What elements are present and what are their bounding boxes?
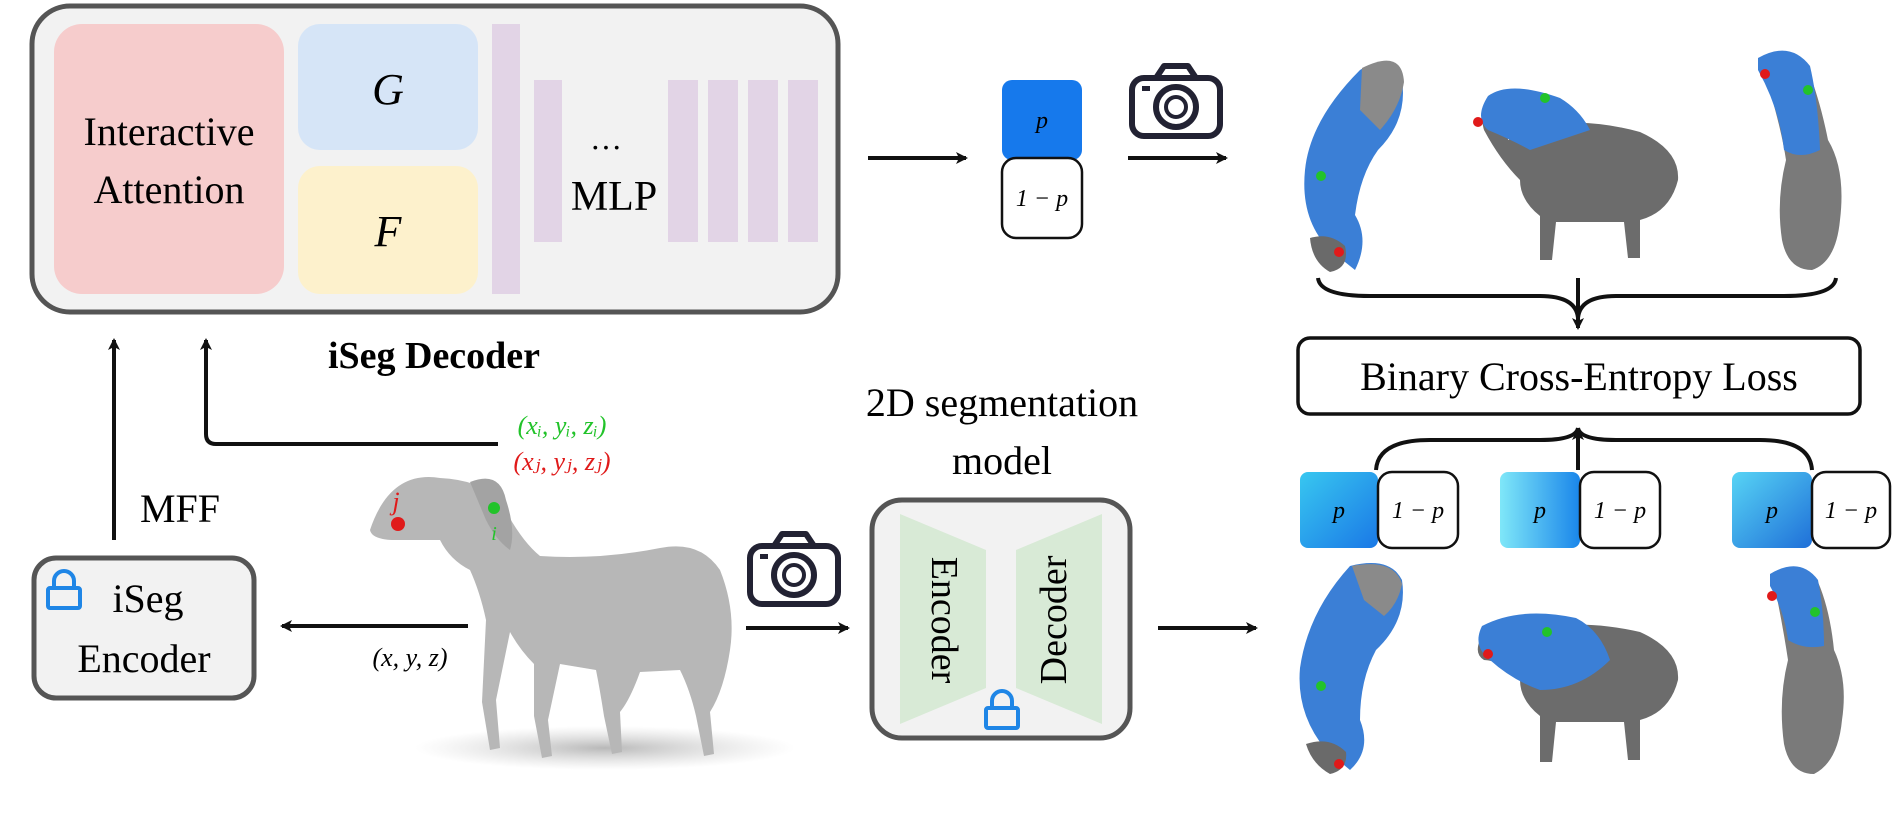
camera-icon (750, 534, 838, 604)
target-one-minus-p-label: 1 − p (1825, 498, 1877, 524)
negative-click-marker (391, 517, 405, 531)
mlp-layers (492, 24, 818, 294)
g-block (298, 24, 478, 150)
prediction-merge-connector (1316, 277, 1838, 330)
target-p-label: p (1331, 498, 1345, 524)
point-input-label: (x, y, z) (372, 643, 447, 672)
segmentation-model-title-1: 2D segmentation (866, 380, 1138, 425)
interactive-attention-label-2: Attention (93, 167, 244, 212)
predicted-render-2 (1473, 88, 1679, 260)
target-p-label: p (1532, 498, 1546, 524)
iseg-encoder-label-1: iSeg (112, 576, 183, 621)
mlp-label: MLP (571, 174, 657, 220)
target-p-label: p (1764, 498, 1778, 524)
interactive-attention-label-1: Interactive (84, 109, 255, 154)
target-one-minus-p-label: 1 − p (1594, 498, 1646, 524)
click-path (200, 338, 498, 446)
seg-encoder-block (900, 514, 986, 724)
target-pair-2: p 1 − p (1500, 470, 1662, 550)
segmentation-model-box: Encoder Decoder (869, 497, 1133, 741)
iseg-decoder-panel: Interactive Attention G F ··· MLP (29, 3, 841, 315)
negative-click-coord: (xⱼ, yⱼ, zⱼ) (513, 447, 610, 476)
target-render-2 (1477, 613, 1679, 762)
f-label: F (374, 207, 403, 256)
target-render-1 (1299, 563, 1403, 774)
camera-icon (1132, 66, 1220, 136)
prediction-p-label: p (1034, 108, 1048, 134)
predicted-render-3 (1758, 50, 1842, 270)
iseg-decoder-caption: iSeg Decoder (328, 335, 540, 377)
target-one-minus-p-label: 1 − p (1392, 498, 1444, 524)
seg-encoder-label: Encoder (923, 557, 965, 684)
prediction-one-minus-p-label: 1 − p (1016, 186, 1068, 212)
mff-label: MFF (140, 486, 220, 531)
interactive-attention-block (54, 24, 284, 294)
f-block (298, 166, 478, 294)
seg-decoder-block (1016, 514, 1102, 724)
segmentation-model-title-2: model (952, 438, 1052, 483)
target-merge-connector (1374, 427, 1814, 471)
positive-click-marker-label: i (491, 523, 497, 545)
negative-click-marker-label: j (389, 487, 399, 516)
loss-box: Binary Cross-Entropy Loss (1296, 336, 1862, 416)
target-pair-1: p 1 − p (1300, 470, 1460, 550)
prediction-output: p 1 − p (1000, 80, 1084, 240)
positive-click-marker (488, 502, 500, 514)
mlp-ellipsis: ··· (590, 129, 622, 165)
target-render-3 (1767, 566, 1844, 774)
g-label: G (372, 65, 404, 114)
horse-mesh: j i (370, 477, 795, 770)
seg-decoder-label: Decoder (1033, 555, 1075, 684)
iseg-encoder-label-2: Encoder (77, 636, 210, 681)
iseg-encoder-box: iSeg Encoder (31, 555, 257, 701)
target-pair-3: p 1 − p (1732, 470, 1892, 550)
positive-click-coord: (xᵢ, yᵢ, zᵢ) (518, 411, 607, 440)
loss-label: Binary Cross-Entropy Loss (1360, 354, 1798, 399)
predicted-render-1 (1304, 60, 1404, 272)
